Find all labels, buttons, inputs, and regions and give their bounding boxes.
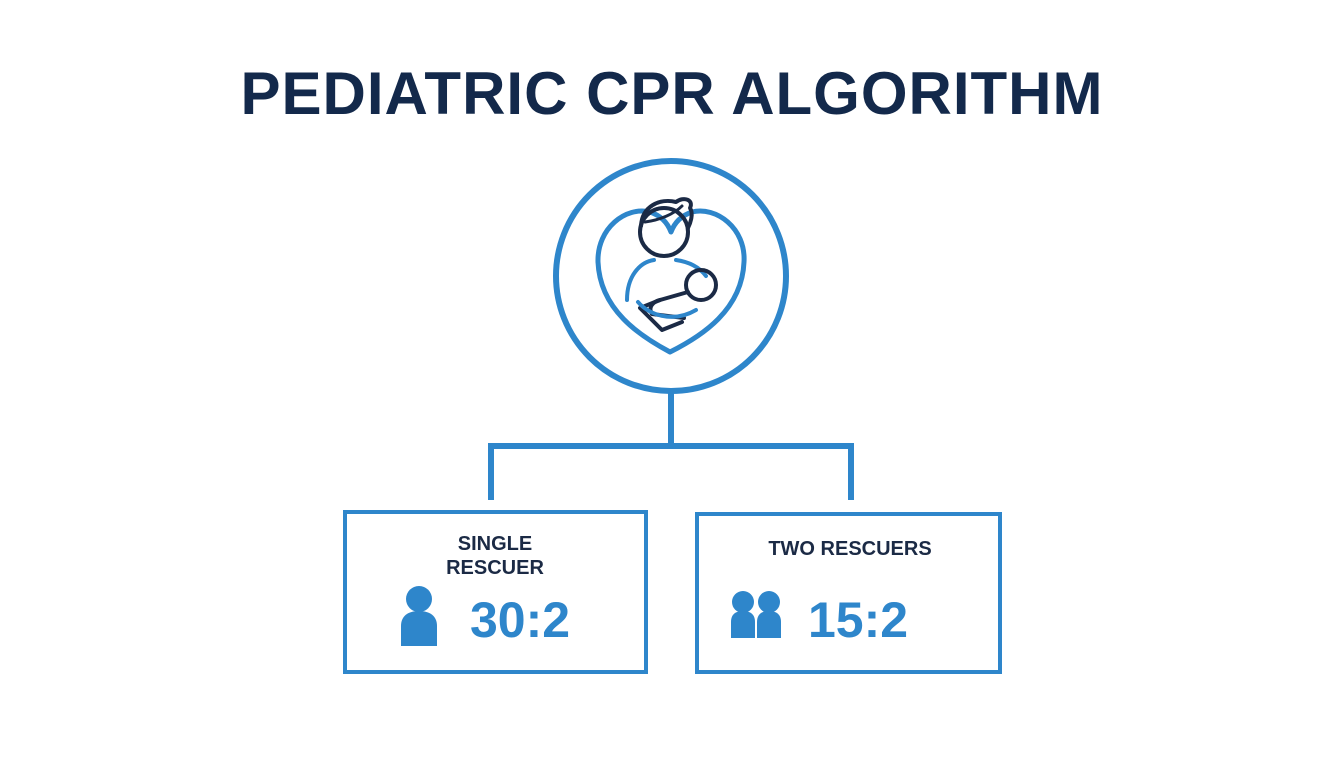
single-rescuer-label: SINGLE RESCUER [420,532,570,580]
heart-icon [595,208,747,355]
single-rescuer-box [343,510,648,674]
connector-branches [488,443,854,500]
two-people-icon [731,591,781,638]
central-circle [553,158,789,394]
page-title: PEDIATRIC CPR ALGORITHM [240,60,1104,127]
single-rescuer-label-line1: SINGLE [457,533,533,555]
adult-holding-infant-icon [625,197,718,332]
single-rescuer-ratio: 30:2 [470,592,571,648]
single-person-icon [401,586,437,646]
two-rescuers-label: TWO RESCUERS [768,538,932,560]
single-rescuer-label-line2: RESCUER [446,557,544,579]
two-rescuers-ratio: 15:2 [808,592,909,648]
